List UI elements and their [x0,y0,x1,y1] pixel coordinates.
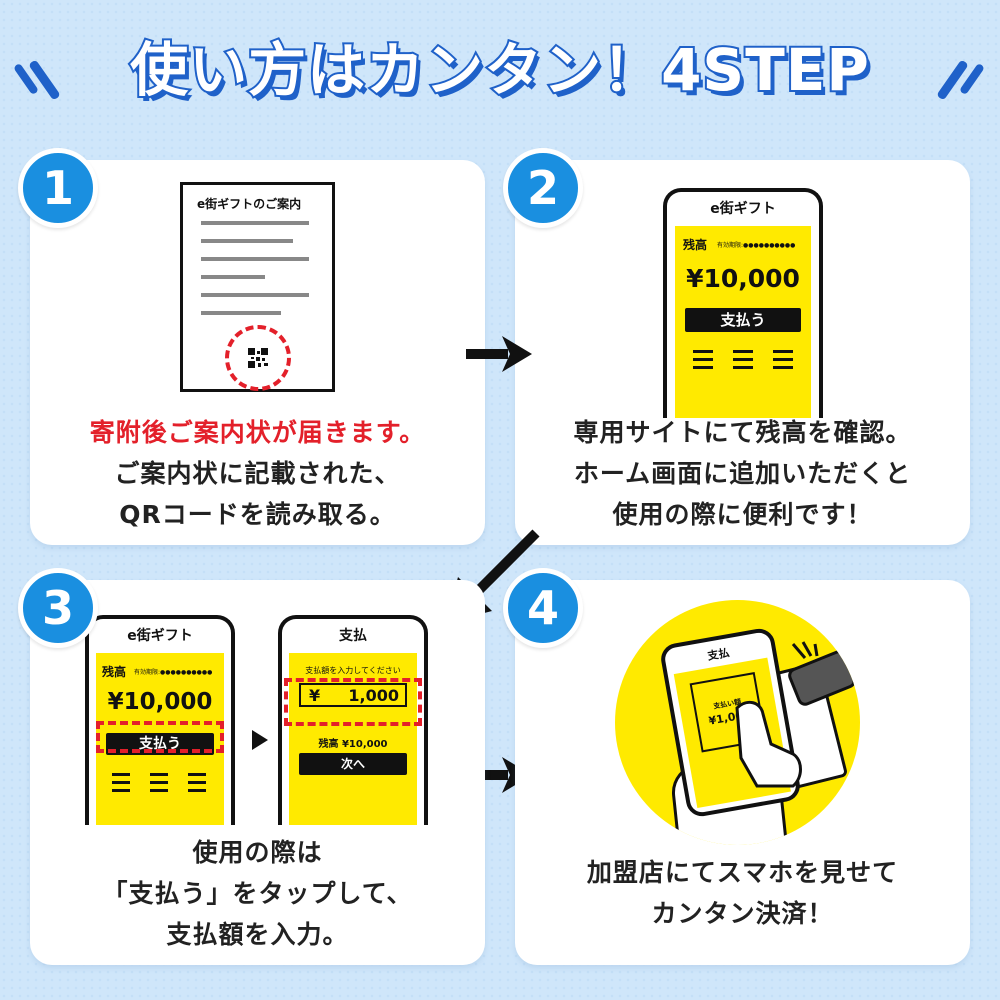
step-2-badge: 2 [503,148,583,228]
page-title: 使い方はカンタン！4STEP [128,34,871,106]
step-2-phone: e街ギフト 残高 有効期限:●●●●●●●●●● ¥10,000 支払う [663,188,823,418]
phone-title: e街ギフト [710,201,776,217]
balance-amount: ¥10,000 [107,689,213,715]
menu-lines-3 [773,350,793,374]
balance-label: 残高 [683,238,708,252]
remaining-balance: 残高 ¥10,000 [318,739,388,750]
menu-lines-1 [112,773,130,797]
amount-input-highlight [284,678,422,726]
letter-title: e街ギフトのご案内 [197,197,302,211]
step-2-caption: 専用サイトにて残高を確認。 ホーム画面に追加いただくと 使用の際に便利です！ [515,412,970,535]
menu-lines-2 [733,350,753,374]
input-currency: ¥ [309,686,321,705]
input-prompt: 支払額を入力してください [305,666,401,675]
next-button[interactable]: 次へ [299,753,407,775]
step-4-caption-line: カンタン決済！ [651,899,834,928]
menu-lines-2 [150,773,168,797]
step-2-card: e街ギフト 残高 有効期限:●●●●●●●●●● ¥10,000 支払う 専用サ… [515,160,970,545]
step-2-caption-line: 使用の際に便利です！ [612,500,873,529]
step-3-phone-payment: 支払 支払額を入力してください ¥ 1,000 残高 ¥10,000 次へ [278,615,428,825]
balance-label: 残高 [102,665,127,679]
step-3-caption: 使用の際は 「支払う」をタップして、 支払額を入力。 [30,832,485,955]
arrow-right-icon [466,336,532,372]
step-3-card: e街ギフト 残高 有効期限:●●●●●●●●●● ¥10,000 支払う 支払 … [30,580,485,965]
expiry-label: 有効期限:●●●●●●●●●● [134,669,213,676]
step-4-card: 支払 支払い額 ¥1,000 加盟店にてスマホを見せて カンタン決済！ [515,580,970,965]
guide-letter: e街ギフトのご案内 [180,182,335,392]
signal-lines-icon [791,641,819,659]
step-4-caption-line: 加盟店にてスマホを見せて [586,858,899,887]
menu-lines-3 [188,773,206,797]
step-1-badge: 1 [18,148,98,228]
qr-code-icon [248,348,268,368]
pay-button-highlight [96,721,224,753]
step-3-caption-line: 支払額を入力。 [166,920,349,949]
finger-icon [735,700,802,788]
step-3-caption-line: 「支払う」をタップして、 [102,879,413,908]
amount-input[interactable]: ¥ 1,000 [299,683,407,707]
balance-amount: ¥10,000 [686,264,800,293]
phone-screen: 残高 有効期限:●●●●●●●●●● ¥10,000 支払う [96,653,224,825]
step-3-phone-balance: e街ギフト 残高 有効期限:●●●●●●●●●● ¥10,000 支払う [85,615,235,825]
step-2-caption-line: 専用サイトにて残高を確認。 [573,418,912,447]
triangle-right-icon [252,730,268,750]
input-amount: 1,000 [348,686,399,705]
step-4-badge: 4 [503,568,583,648]
letter-text-lines [201,221,317,315]
phone-title: 支払 [339,628,367,644]
step-1-caption-highlight: 寄附後ご案内状が届きます。 [89,418,426,447]
step-1-card: e街ギフトのご案内 寄附後ご案内状が届きます。 ご案内状に記載された、 QRコー… [30,160,485,545]
step-1-caption: 寄附後ご案内状が届きます。 ご案内状に記載された、 QRコードを読み取る。 [30,412,485,535]
title-area: 使い方はカンタン！4STEP [0,30,1000,110]
step-3-badge: 3 [18,568,98,648]
expiry-label: 有効期限:●●●●●●●●●● [717,242,796,249]
step-1-caption-line: ご案内状に記載された、 [114,459,401,488]
step-3-caption-line: 使用の際は [192,838,323,867]
pay-button[interactable]: 支払う [685,308,801,332]
step-1-caption-line: QRコードを読み取る。 [119,500,396,529]
phone-title: e街ギフト [127,628,193,644]
step-4-caption: 加盟店にてスマホを見せて カンタン決済！ [515,852,970,934]
menu-lines-1 [693,350,713,374]
phone-screen: 残高 有効期限:●●●●●●●●●● ¥10,000 支払う [675,226,811,418]
qr-highlight-circle [225,325,291,391]
step-2-caption-line: ホーム画面に追加いただくと [573,459,912,488]
